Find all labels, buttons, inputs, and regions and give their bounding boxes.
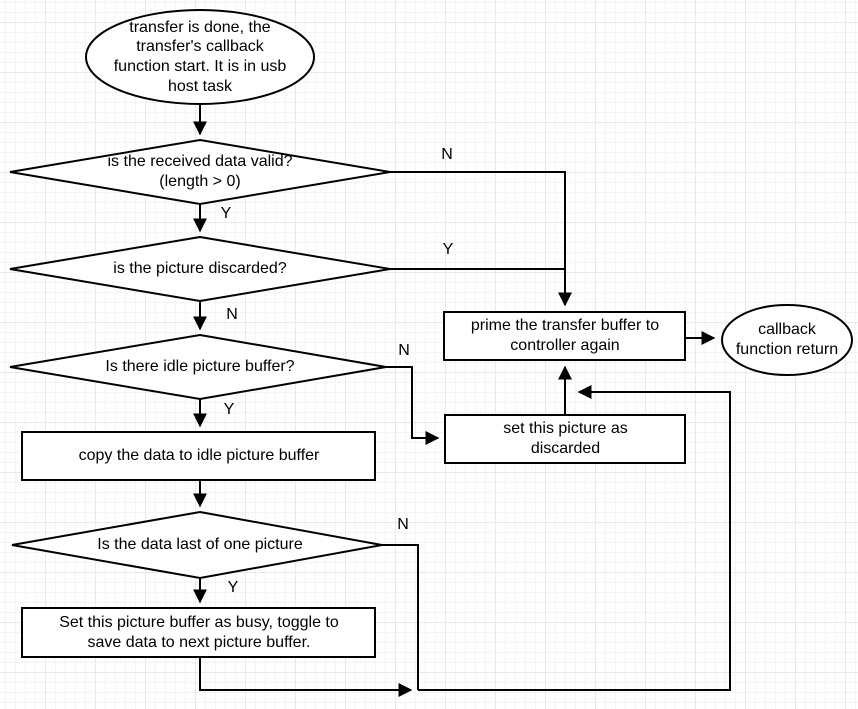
idle-no-label: N bbox=[398, 342, 410, 359]
prime-transfer-process-shape bbox=[443, 311, 686, 361]
set-busy-label: Set this picture buffer as busy, toggle … bbox=[59, 613, 339, 651]
check-idle-buffer-label: Is there idle picture buffer? bbox=[105, 358, 295, 376]
check-valid-decision-shape bbox=[9, 138, 391, 206]
valid-no-label: N bbox=[441, 146, 453, 163]
discarded-no-label: N bbox=[226, 306, 238, 323]
check-discarded-decision-shape bbox=[9, 235, 391, 303]
edge-set-busy-to-junction bbox=[199, 657, 413, 697]
set-busy-process-shape bbox=[21, 607, 376, 658]
check-discarded-label: is the picture discarded? bbox=[113, 260, 287, 278]
last-yes-label: Y bbox=[227, 579, 239, 596]
valid-yes-label: Y bbox=[220, 205, 232, 222]
check-valid-label: is the received data valid? (length > 0) bbox=[107, 153, 293, 190]
copy-data-label: copy the data to idle picture buffer bbox=[78, 447, 320, 465]
set-discarded-label: set this picture as discarded bbox=[503, 420, 628, 457]
check-last-data-label: Is the data last of one picture bbox=[97, 536, 303, 554]
check-idle-buffer-decision-shape bbox=[9, 333, 387, 401]
end-node-label: callback function return bbox=[735, 321, 839, 358]
idle-yes-label: Y bbox=[223, 401, 235, 418]
set-discarded-process-shape bbox=[444, 414, 686, 464]
last-no-label: N bbox=[397, 516, 409, 533]
edge-idle-no-to-set-discarded bbox=[386, 366, 440, 445]
edge-loop-back-to-prime bbox=[418, 385, 731, 691]
copy-data-process-shape bbox=[21, 431, 376, 481]
edge-valid-no-to-prime bbox=[390, 171, 572, 307]
check-last-data-decision-shape bbox=[11, 510, 383, 580]
start-node-shape bbox=[85, 9, 315, 105]
prime-transfer-label: prime the transfer buffer to controller … bbox=[470, 317, 660, 354]
end-node-shape bbox=[721, 304, 853, 376]
discarded-yes-label: Y bbox=[442, 241, 454, 258]
edge-last-no-down bbox=[382, 544, 419, 690]
start-node-label: transfer is done, the transfer's callbac… bbox=[113, 18, 287, 95]
